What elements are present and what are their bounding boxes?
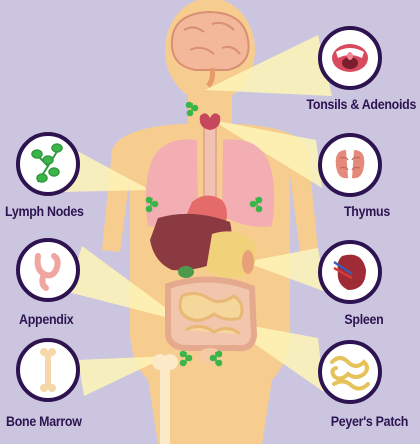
gallbladder xyxy=(178,266,194,278)
label-appendix: Appendix xyxy=(19,312,73,327)
spleen-callout xyxy=(320,242,380,302)
thymus-callout xyxy=(320,135,380,195)
label-peyers-patch: Peyer's Patch xyxy=(331,414,408,429)
label-spleen: Spleen xyxy=(344,312,383,327)
label-tonsils-adenoids: Tonsils & Adenoids xyxy=(306,97,416,112)
peyers-callout xyxy=(320,342,380,402)
label-lymph-nodes: Lymph Nodes xyxy=(5,204,84,219)
bone-marrow-callout xyxy=(18,340,78,400)
throat-icon xyxy=(332,44,368,72)
label-thymus: Thymus xyxy=(344,204,390,219)
spleen-organ xyxy=(242,250,254,274)
tonsils-callout xyxy=(320,28,380,88)
appendix-callout xyxy=(18,240,78,300)
lymph-nodes-callout xyxy=(18,134,78,194)
label-bone-marrow: Bone Marrow xyxy=(6,414,82,429)
